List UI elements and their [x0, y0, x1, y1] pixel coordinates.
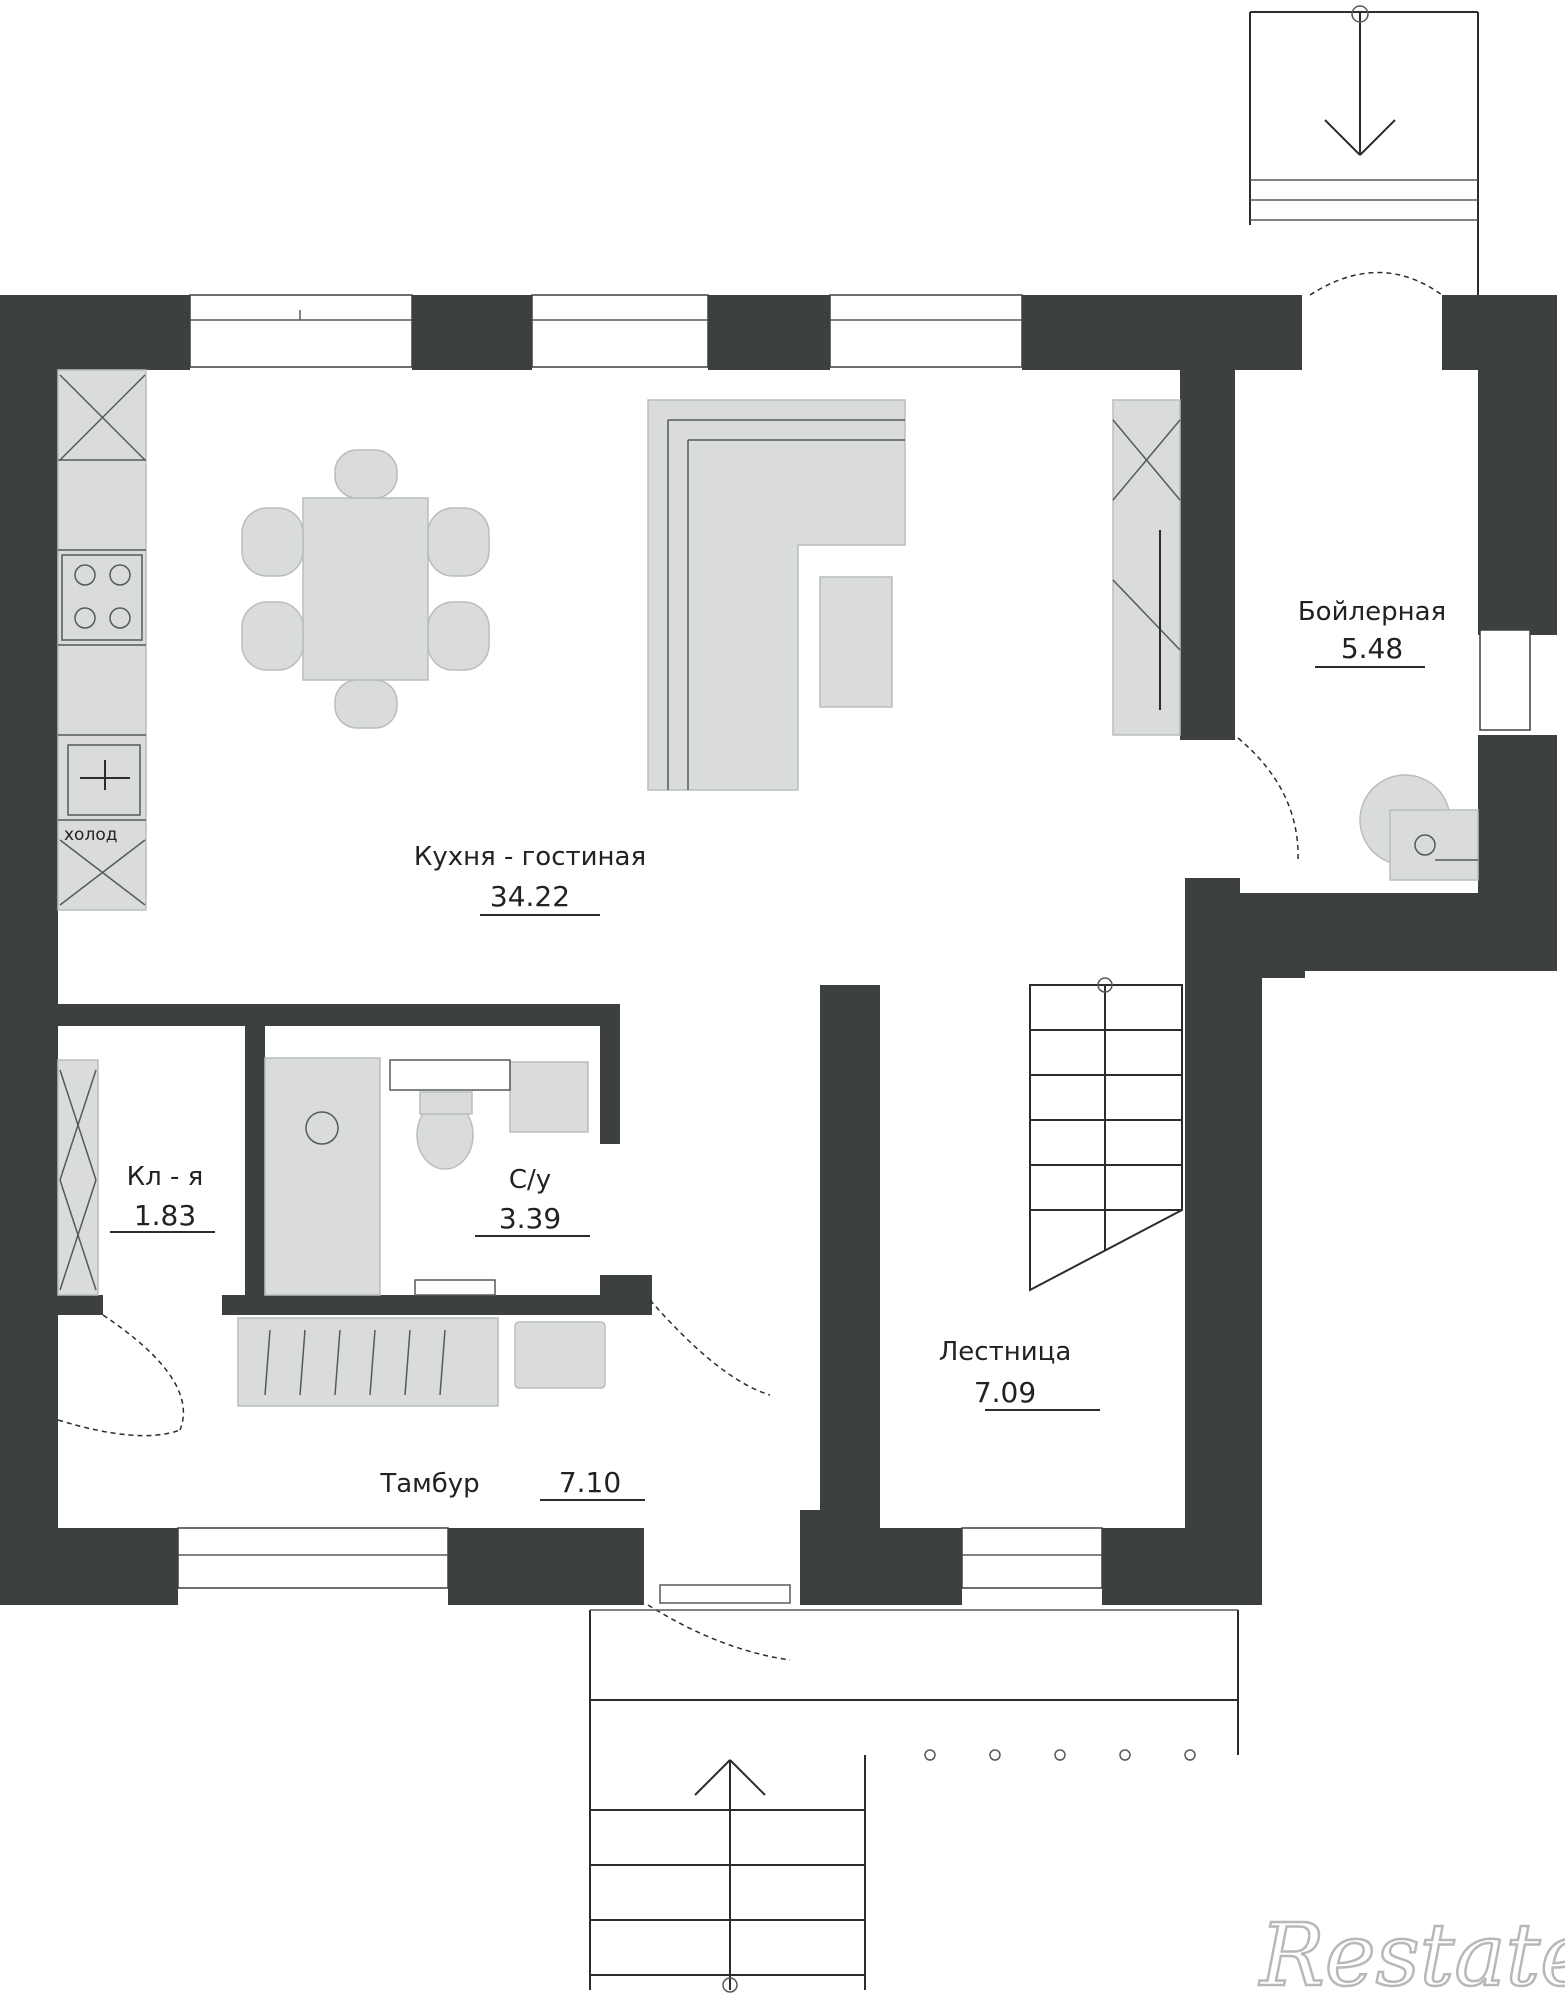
kitchen-living-name: Кухня - гостиная — [414, 842, 646, 872]
boiler-area: 5.48 — [1341, 632, 1403, 665]
fridge-label: холод — [64, 825, 117, 845]
windows — [177, 294, 1531, 1589]
vestibule-area: 7.10 — [559, 1466, 621, 1499]
stairs-name: Лестница — [939, 1337, 1072, 1367]
bathroom-name: С/у — [509, 1165, 551, 1195]
pantry-shelf — [57, 1059, 99, 1296]
pantry-area: 1.83 — [134, 1199, 196, 1232]
bathroom-area: 3.39 — [499, 1202, 561, 1235]
top-porch — [1249, 5, 1479, 295]
dining-table — [241, 449, 490, 729]
boiler-name: Бойлерная — [1298, 597, 1446, 627]
vestibule-furniture — [57, 1299, 771, 1437]
internal-stairs — [1029, 977, 1183, 1292]
restate-watermark: Restate — [1258, 1906, 1565, 2000]
walls — [0, 295, 1557, 1605]
stairs-area: 7.09 — [974, 1376, 1036, 1409]
wardrobe — [1112, 399, 1181, 736]
bathroom-fixtures — [264, 1057, 589, 1296]
boiler-equipment — [1237, 271, 1479, 881]
kitchen-counter: холод — [57, 369, 147, 911]
corner-sofa — [647, 399, 906, 791]
room-labels: Кухня - гостиная 34.22 Бойлерная 5.48 Кл… — [110, 597, 1446, 1501]
bottom-porch — [589, 1584, 1239, 1993]
vestibule-name: Тамбур — [379, 1469, 479, 1499]
pantry-name: Кл - я — [127, 1162, 204, 1192]
kitchen-living-area: 34.22 — [490, 880, 570, 913]
